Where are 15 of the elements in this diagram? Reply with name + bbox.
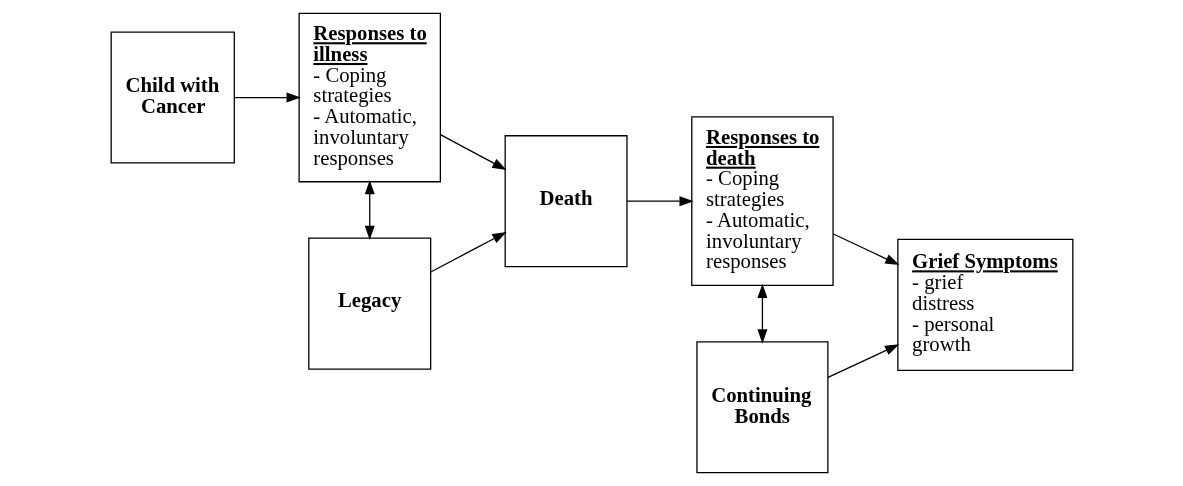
node-box: Child with Cancer xyxy=(110,31,235,164)
arrow xyxy=(364,180,375,240)
node-box: Responses to death - Coping strategies - Automatic, involuntary responses xyxy=(690,116,834,287)
arrow xyxy=(233,92,301,103)
node-box: Grief Symptoms - grief distress - personal growth xyxy=(896,238,1073,371)
arrow xyxy=(832,233,900,266)
arrow xyxy=(826,344,899,379)
node-box: Responses to illness - Coping strategies - Automatic, involuntary responses xyxy=(297,12,441,183)
node-box: Death xyxy=(504,135,628,268)
arrow xyxy=(756,283,767,344)
node-box: Continuing Bonds xyxy=(695,341,828,474)
arrow xyxy=(439,134,507,171)
node-box: Legacy xyxy=(307,237,431,370)
arrow xyxy=(429,231,507,273)
arrow xyxy=(625,196,694,207)
